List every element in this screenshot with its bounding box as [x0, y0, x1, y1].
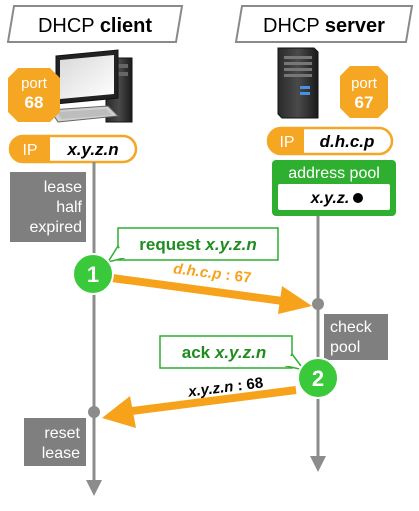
svg-text:pool: pool — [330, 339, 360, 356]
svg-text:lease: lease — [42, 445, 80, 462]
svg-text:x.y.z.n: x.y.z.n — [66, 140, 118, 159]
svg-text:IP: IP — [279, 134, 294, 151]
request-arrow — [111, 274, 312, 314]
server-icon — [277, 47, 319, 119]
request-label: request x.y.z.n — [106, 227, 279, 264]
server-port-badge: port 67 — [340, 66, 388, 118]
svg-text:request x.y.z.n: request x.y.z.n — [139, 235, 257, 254]
svg-text:DHCP client: DHCP client — [38, 15, 152, 37]
svg-text:68: 68 — [25, 93, 44, 112]
client-port-badge: port 68 — [8, 68, 60, 122]
computer-icon — [49, 49, 133, 123]
svg-text:ack x.y.z.n: ack x.y.z.n — [182, 343, 266, 362]
svg-text:address pool: address pool — [288, 165, 380, 182]
svg-text:check: check — [330, 319, 373, 336]
server-receive-dot — [312, 298, 324, 310]
request-destination: d.h.c.p : 67 — [172, 260, 252, 286]
server-timeline — [310, 216, 326, 472]
svg-text:half: half — [56, 199, 82, 216]
svg-text:reset: reset — [44, 425, 80, 442]
svg-text:d.h.c.p : 67: d.h.c.p : 67 — [172, 260, 252, 286]
svg-text:IP: IP — [22, 142, 37, 159]
svg-text:x.y.z.: x.y.z. — [310, 190, 350, 207]
server-title: DHCP server — [234, 5, 414, 43]
reset-lease-box: reset lease — [24, 418, 86, 466]
lease-half-expired-box: lease half expired — [10, 172, 86, 242]
svg-text:port: port — [351, 75, 378, 92]
step-2-marker: 2 — [297, 357, 339, 399]
svg-text:x.y.z.n : 68: x.y.z.n : 68 — [186, 374, 264, 400]
client-title: DHCP client — [6, 5, 184, 43]
client-ip-pill: IP x.y.z.n — [8, 134, 138, 164]
step-1-marker: 1 — [72, 253, 114, 295]
check-pool-box: check pool — [324, 314, 388, 360]
pool-entry-dot — [353, 193, 363, 203]
svg-text:expired: expired — [30, 219, 82, 236]
svg-text:DHCP server: DHCP server — [263, 15, 385, 37]
svg-text:67: 67 — [355, 93, 374, 112]
svg-text:1: 1 — [87, 262, 99, 287]
address-pool: address pool x.y.z. — [272, 160, 396, 216]
ack-label: ack x.y.z.n — [159, 335, 306, 372]
server-ip-pill: IP d.h.c.p — [266, 126, 394, 156]
ack-arrow — [102, 386, 297, 428]
client-receive-dot — [88, 406, 100, 418]
svg-text:port: port — [21, 75, 48, 92]
ack-destination: x.y.z.n : 68 — [186, 374, 264, 400]
svg-text:2: 2 — [312, 366, 324, 391]
client-timeline — [86, 162, 102, 496]
svg-text:lease: lease — [44, 179, 82, 196]
svg-text:d.h.c.p: d.h.c.p — [320, 132, 375, 151]
